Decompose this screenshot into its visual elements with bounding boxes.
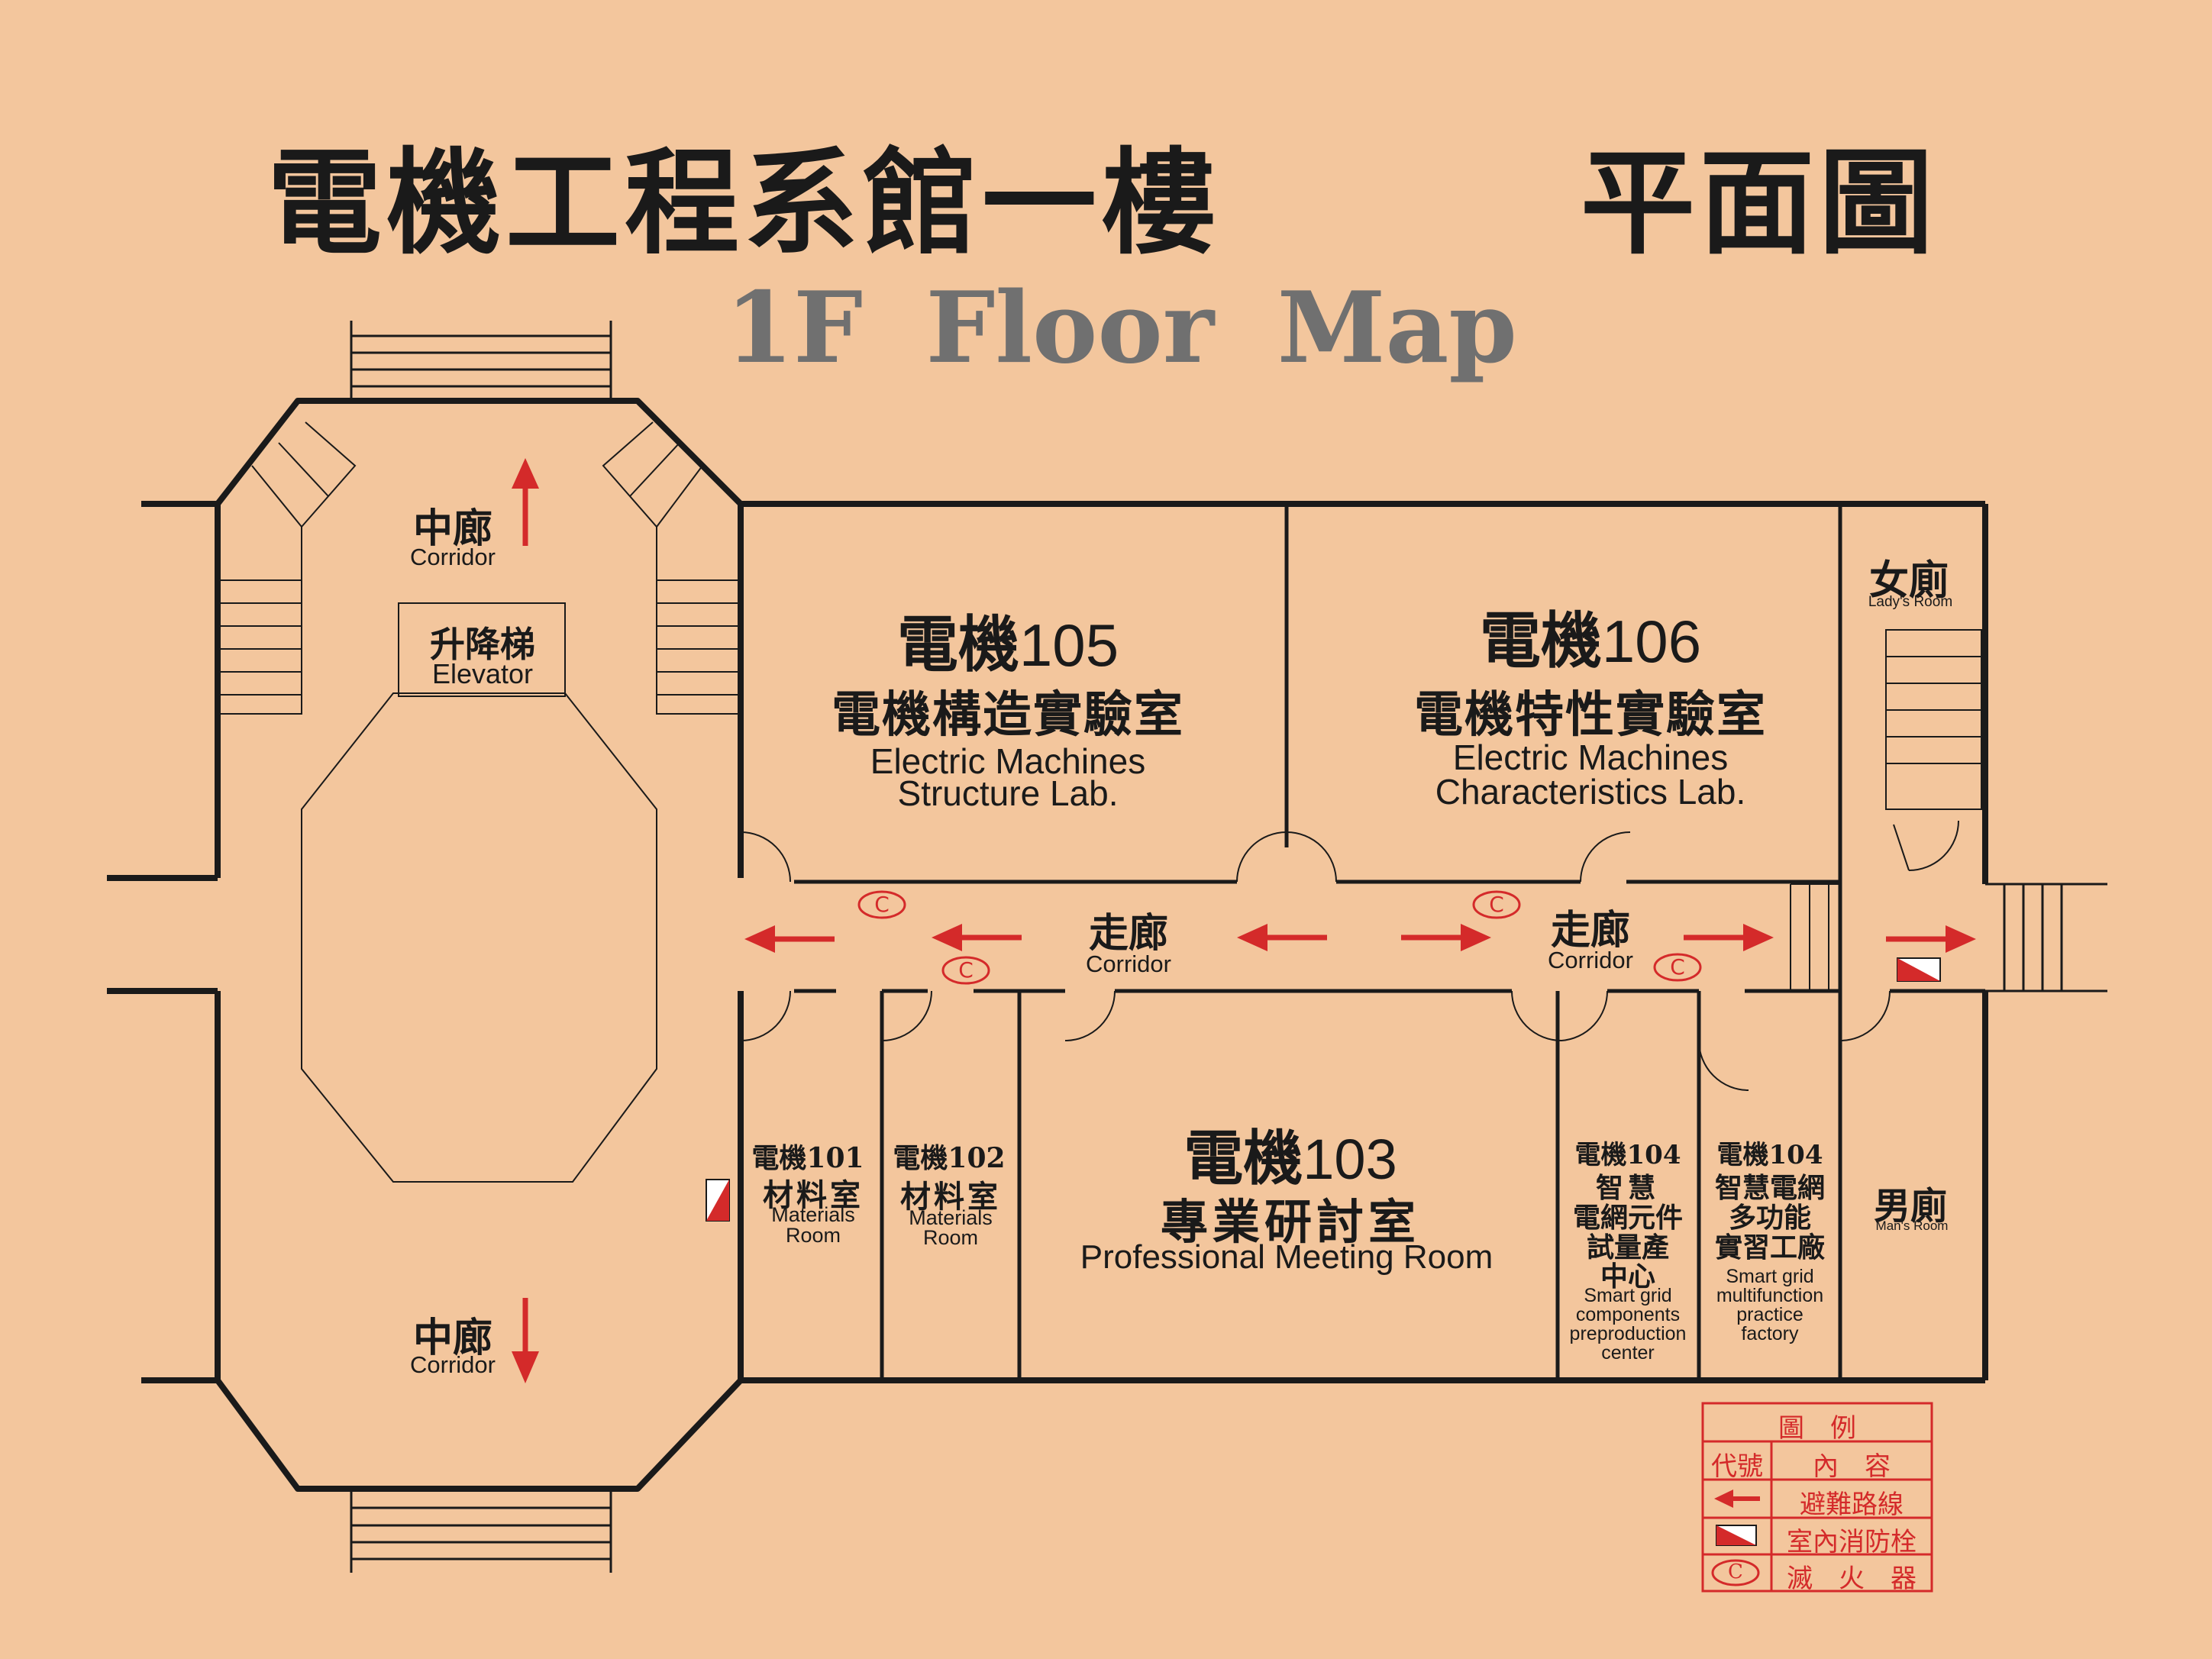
room-104a-name-en-3: preproduction [1569, 1323, 1687, 1344]
room-104b-name-zh-3: 實習工廠 [1714, 1231, 1826, 1264]
room-106-code-num: 106 [1601, 608, 1702, 675]
fire-extinguisher-icon [857, 890, 1702, 985]
room-105-code-num: 105 [1019, 612, 1119, 679]
room-101-name-en-1: Materials [771, 1203, 855, 1226]
mens-room-zh: 男廁 [1873, 1185, 1948, 1228]
room-105-name-zh: 電機構造實驗室 [832, 686, 1184, 744]
door-swings [740, 820, 1959, 1091]
corridor-main-1-zh: 走廊 [1088, 910, 1169, 957]
room-104b-name-en-4: factory [1741, 1323, 1799, 1344]
legend-extinguisher-symbol: C [1728, 1561, 1743, 1583]
room-105-code: 電機105 [897, 595, 1119, 684]
room-104a-name-zh-3: 試量產 [1586, 1231, 1670, 1264]
legend-hydrant: 室內消防栓 [1787, 1527, 1917, 1557]
corridor-main-2-zh: 走廊 [1550, 907, 1631, 954]
room-104a-name-zh-1: 智慧 [1595, 1172, 1661, 1204]
atrium-void [301, 692, 657, 1183]
room-105-code-zh: 電機 [896, 608, 1019, 680]
corridor-bottom-zh: 中廊 [412, 1315, 493, 1361]
room-102-name-zh: 材料室 [900, 1179, 1001, 1215]
room-106-name-en-2: Characteristics Lab. [1435, 772, 1746, 812]
evacuation-arrow-icon [512, 458, 1976, 1383]
room-104b-name-en-1: Smart grid [1726, 1266, 1814, 1287]
mens-room-en: Man's Room [1875, 1218, 1949, 1233]
room-105-name-en-2: Structure Lab. [897, 773, 1119, 813]
ladies-room-zh: 女廁 [1868, 557, 1949, 604]
elevator-en: Elevator [431, 658, 534, 689]
legend-title: 圖 例 [1778, 1413, 1856, 1444]
room-101-code: 電機101 [751, 1142, 864, 1174]
ladies-room-en: Lady's Room [1868, 594, 1953, 610]
extinguisher-label: C [874, 892, 890, 917]
room-walls [794, 504, 1985, 1380]
corridor-top-en: Corridor [410, 544, 496, 570]
legend-table [1701, 1402, 1933, 1593]
legend-extinguisher: 滅 火 器 [1787, 1564, 1917, 1594]
room-104b-code: 電機104 [1716, 1140, 1823, 1170]
room-106-code-zh: 電機 [1479, 605, 1602, 676]
room-106-code: 電機106 [1480, 592, 1701, 680]
room-104b-name-zh-1: 智慧電網 [1714, 1172, 1826, 1204]
room-102-name-en-2: Room [922, 1226, 979, 1249]
legend-evac-route: 避難路線 [1800, 1490, 1904, 1520]
corridor-main-1-en: Corridor [1086, 951, 1171, 977]
room-102-name-en-1: Materials [909, 1206, 993, 1229]
room-104a-code: 電機104 [1574, 1140, 1681, 1170]
title-en: 1F Floor Map [725, 271, 1517, 386]
extinguisher-label: C [958, 957, 974, 983]
room-103-name-en: Professional Meeting Room [1080, 1238, 1494, 1276]
stairs-bottom [350, 1489, 612, 1573]
room-103-code: 電機103 [1184, 1111, 1397, 1196]
elevator-zh: 升降梯 [430, 624, 535, 665]
corridor-bottom-en: Corridor [410, 1351, 496, 1378]
room-101-name-zh: 材料室 [763, 1177, 864, 1213]
room-104b-name-en-2: multifunction [1716, 1285, 1824, 1306]
room-105-name-en-1: Electric Machines [870, 741, 1146, 781]
extinguisher-label: C [1489, 892, 1504, 917]
corridor-top-zh: 中廊 [412, 505, 493, 552]
room-103-code-zh: 電機 [1184, 1124, 1303, 1193]
room-104a-name-en-2: components [1575, 1304, 1681, 1325]
room-104a-name-zh-2: 電網元件 [1572, 1202, 1684, 1234]
title-zh-sub: 平面圖 [1581, 136, 1939, 270]
room-103-name-zh: 專業研討室 [1160, 1194, 1421, 1250]
elevator-box [398, 602, 566, 697]
building-walls [741, 501, 1988, 1383]
room-101-name-en-2: Room [785, 1224, 841, 1247]
room-104a-name-zh-4: 中心 [1600, 1260, 1656, 1293]
stairs-top [350, 321, 612, 401]
room-104b-name-en-3: practice [1736, 1304, 1804, 1325]
room-106-name-zh: 電機特性實驗室 [1414, 686, 1767, 744]
corridor-main-2-en: Corridor [1548, 947, 1633, 973]
restroom-stairs [1790, 629, 1982, 991]
room-106-name-en-1: Electric Machines [1452, 738, 1729, 777]
legend-col-content: 內 容 [1813, 1451, 1891, 1482]
room-102-code: 電機102 [893, 1142, 1006, 1174]
fire-hydrant-icon [706, 957, 1941, 1222]
atrium-stairs [217, 421, 741, 715]
legend-col-code: 代號 [1711, 1451, 1763, 1482]
room-104a-name-en-1: Smart grid [1584, 1285, 1672, 1306]
title-zh-main: 電機工程系館一樓 [267, 136, 1221, 270]
room-103-code-num: 103 [1303, 1128, 1397, 1191]
room-104b-name-zh-2: 多功能 [1728, 1202, 1812, 1234]
stairs-right-exit [1985, 883, 2107, 992]
extinguisher-label: C [1670, 954, 1685, 980]
room-104a-name-en-4: center [1601, 1342, 1655, 1364]
